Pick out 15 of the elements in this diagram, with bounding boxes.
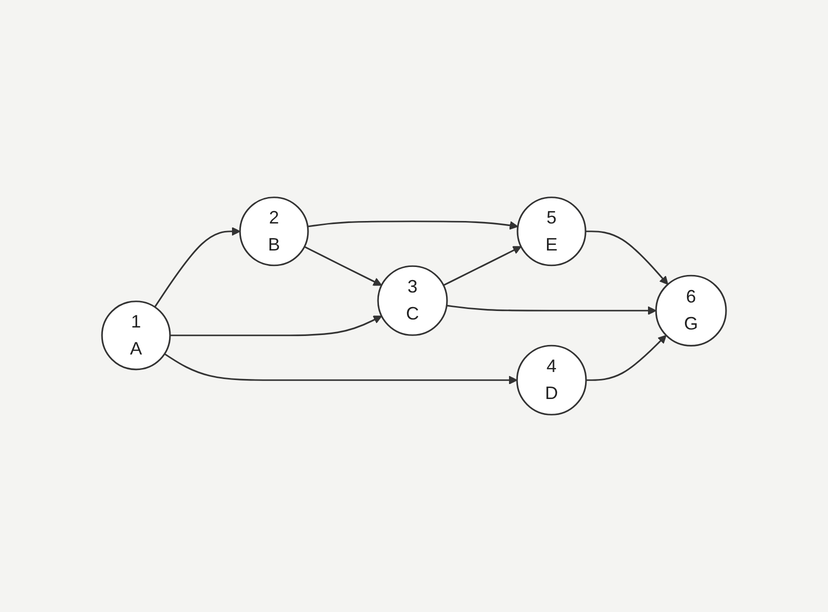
node-circle: 6 G xyxy=(655,274,727,346)
arrow xyxy=(164,353,518,385)
node-circle: 5 E xyxy=(516,196,586,266)
arrow xyxy=(154,226,240,308)
arrow xyxy=(304,246,382,286)
node-circle: 2 B xyxy=(239,196,309,266)
node-circle: 3 C xyxy=(377,265,448,336)
arrow xyxy=(308,220,518,230)
node-circle: 4 D xyxy=(516,344,587,416)
arrow xyxy=(170,316,382,336)
arrow xyxy=(446,304,656,316)
arrow xyxy=(443,246,522,286)
arrow xyxy=(586,334,667,381)
node-circle: 1 A xyxy=(101,300,171,370)
arrow xyxy=(586,230,668,285)
